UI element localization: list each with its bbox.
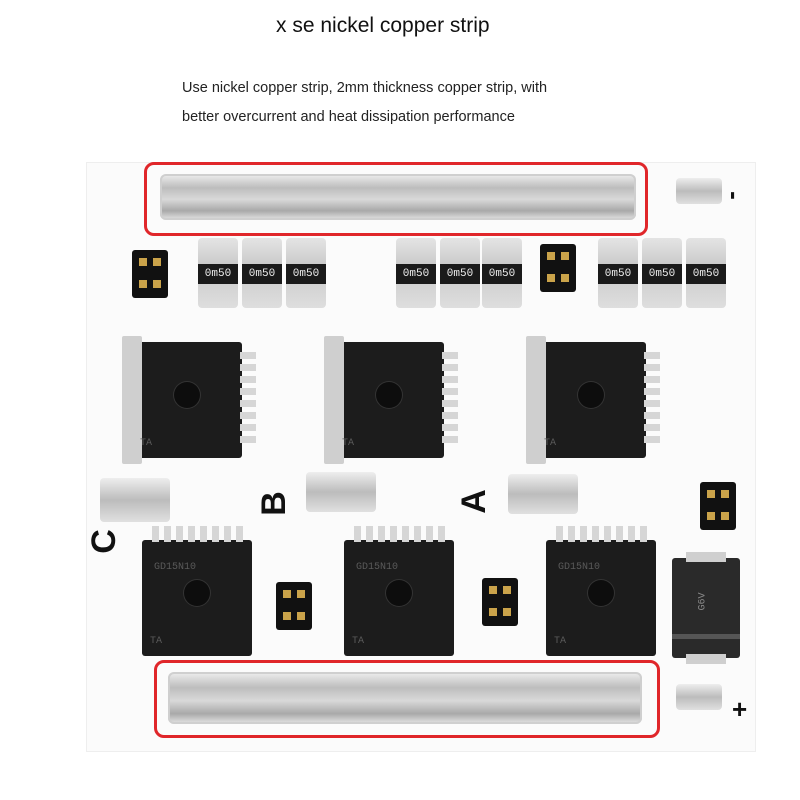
solder-pad bbox=[306, 472, 376, 512]
shunt-resistor: 0m50 bbox=[396, 238, 436, 308]
mosfet-chip: GD15N10 TA bbox=[546, 526, 656, 656]
shunt-resistor: 0m50 bbox=[686, 238, 726, 308]
product-heading: x se nickel copper strip bbox=[276, 14, 490, 37]
pin-header bbox=[700, 482, 736, 530]
smd-diode: G6V bbox=[672, 552, 740, 664]
description-line-2: better overcurrent and heat dissipation … bbox=[182, 109, 515, 125]
mosfet-chip: TA bbox=[122, 336, 256, 464]
mosfet-chip: GD15N10 TA bbox=[142, 526, 252, 656]
pin-header bbox=[540, 244, 576, 292]
terminal-plus-label: + bbox=[732, 694, 748, 724]
mosfet-chip: TA bbox=[526, 336, 660, 464]
pin-header bbox=[482, 578, 518, 626]
bottom-strip-highlight bbox=[154, 660, 660, 738]
pin-header bbox=[132, 250, 168, 298]
solder-pad bbox=[676, 178, 722, 204]
phase-label-a: A bbox=[454, 489, 493, 514]
pin-header bbox=[276, 582, 312, 630]
solder-pad bbox=[676, 684, 722, 710]
shunt-resistor: 0m50 bbox=[482, 238, 522, 308]
description-line-1: Use nickel copper strip, 2mm thickness c… bbox=[182, 80, 548, 96]
top-strip-highlight bbox=[144, 162, 648, 236]
solder-pad bbox=[508, 474, 578, 514]
shunt-resistor: 0m50 bbox=[642, 238, 682, 308]
shunt-resistor: 0m50 bbox=[242, 238, 282, 308]
mosfet-chip: TA bbox=[324, 336, 458, 464]
phase-label-c: C bbox=[84, 529, 123, 554]
top-copper-strip bbox=[160, 174, 636, 220]
shunt-resistor: 0m50 bbox=[286, 238, 326, 308]
shunt-resistor: 0m50 bbox=[440, 238, 480, 308]
mosfet-chip: GD15N10 TA bbox=[344, 526, 454, 656]
terminal-minus-label: - bbox=[719, 191, 750, 200]
bottom-copper-strip bbox=[168, 672, 642, 724]
shunt-resistor: 0m50 bbox=[198, 238, 238, 308]
solder-pad bbox=[100, 478, 170, 522]
shunt-resistor: 0m50 bbox=[598, 238, 638, 308]
phase-label-b: B bbox=[254, 491, 293, 516]
